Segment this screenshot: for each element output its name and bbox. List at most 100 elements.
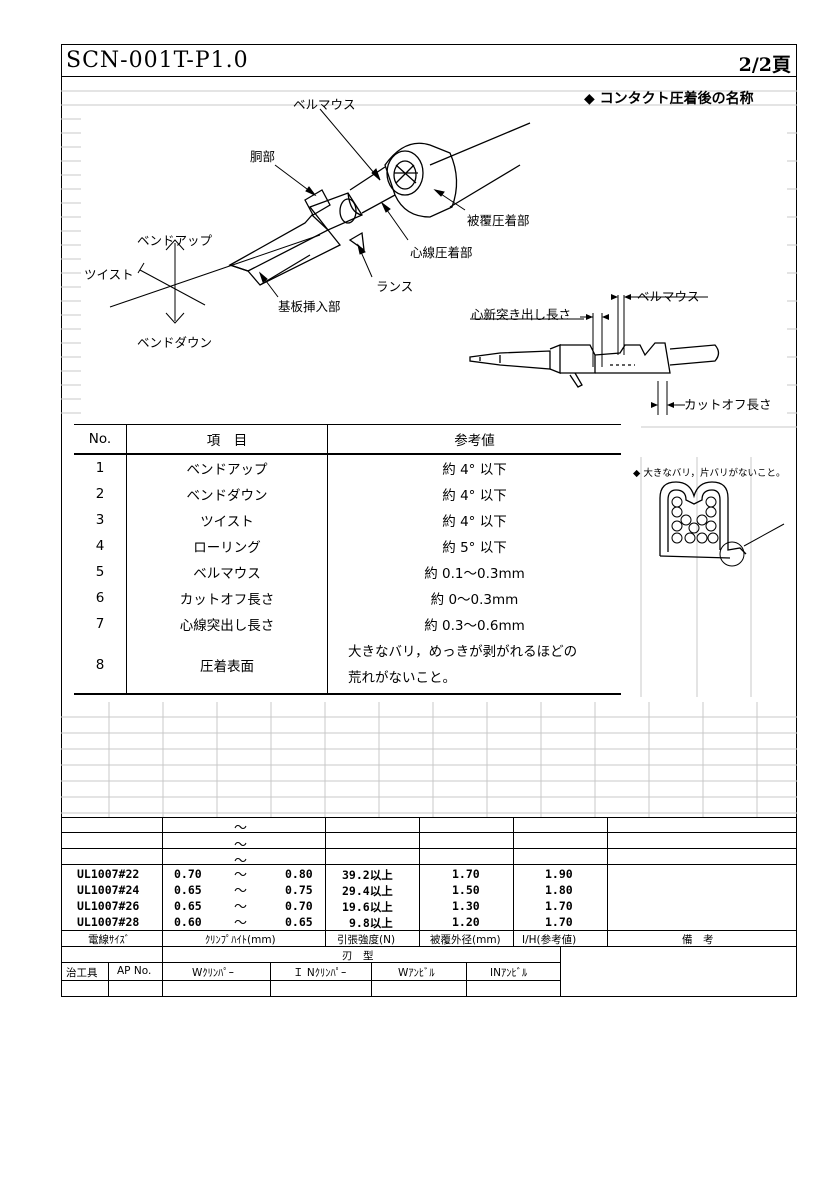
jig-label: 治工具 [66, 967, 98, 979]
outer-diameter: 1.50 [452, 883, 480, 897]
row-item: ローリング [126, 533, 328, 559]
page-number: 2/2頁 [738, 54, 791, 76]
crimp-min: 0.60 [174, 915, 202, 929]
header-crimp-height: ｸﾘﾝﾌﾟﾊｲﾄ(mm) [205, 934, 276, 946]
row-value: 約 0.1～0.3mm [424, 566, 525, 582]
document-code: SCN-001T-P1.0 [66, 48, 249, 73]
label-twist: ツイスト [84, 267, 134, 282]
row-no: 5 [74, 559, 127, 585]
ih-value: 1.70 [545, 915, 573, 929]
ap-no-label: AP No. [117, 965, 152, 977]
row-value: 約 4° 以下 [442, 488, 507, 504]
tilde: ～ [234, 838, 248, 853]
table-row: 8 圧着表面 大きなバリ，めっきが剥がれるほどの 荒れがないこと。 [74, 637, 621, 695]
tensile: 39.2以上 [342, 868, 393, 882]
ih-value: 1.90 [545, 867, 573, 881]
row-no: 4 [74, 533, 127, 559]
row-item: ベルマウス [126, 559, 328, 585]
crimp-max: 0.80 [285, 867, 313, 881]
label-bend-down: ベンドダウン [137, 335, 213, 350]
header-ih: I/H(参考値) [522, 934, 577, 946]
page-frame [61, 44, 797, 997]
tensile: 19.6以上 [342, 900, 393, 914]
wire-size: UL1007#22 [77, 867, 140, 881]
diagram-title: ◆ コンタクト圧着後の名称 [584, 91, 754, 107]
table-row: 5 ベルマウス 約 0.1～0.3mm [74, 559, 621, 585]
table-row: 2 ベンドダウン 約 4° 以下 [74, 481, 621, 507]
ih-value: 1.80 [545, 883, 573, 897]
crimp-min: 0.70 [174, 867, 202, 881]
w-crimper-label: Wｸﾘﾝﾊﾟｰ [192, 967, 234, 979]
row-no: 2 [74, 481, 127, 507]
row-value: 大きなバリ，めっきが剥がれるほどの 荒れがないこと。 [327, 637, 621, 695]
label-cut-off: カットオフ長さ [684, 397, 772, 412]
row-item: ツイスト [126, 507, 328, 533]
tilde: ～ [234, 884, 248, 899]
spec-table-header: No. 項 目 参考値 [74, 425, 621, 455]
table-row: 6 カットオフ長さ 約 0～0.3mm [74, 585, 621, 611]
spec-table: No. 項 目 参考値 1 ベンドアップ 約 4° 以下 2 ベンドダウン 約 … [74, 425, 621, 695]
crimp-max: 0.75 [285, 883, 313, 897]
row-no: 3 [74, 507, 127, 533]
label-lance: ランス [376, 279, 414, 294]
die-type-label: 刃 型 [342, 950, 374, 962]
spreadsheet-grid [61, 90, 797, 817]
row-value-line1: 大きなバリ，めっきが剥がれるほどの [348, 644, 578, 660]
header-remarks: 備 考 [682, 934, 714, 946]
label-bell-mouth-side: ベルマウス [637, 289, 700, 304]
label-bend-up: ベンドアップ [137, 233, 213, 248]
tensile: 29.4以上 [342, 884, 393, 898]
header-item: 項 目 [126, 425, 328, 455]
burr-cross-section [659, 481, 785, 567]
tilde: ～ [234, 868, 248, 883]
table-row: 1 ベンドアップ 約 4° 以下 [74, 454, 621, 481]
table-row: 7 心線突出し長さ 約 0.3～0.6mm [74, 611, 621, 637]
row-value: 約 0～0.3mm [430, 592, 519, 608]
wire-size: UL1007#24 [77, 883, 140, 897]
label-board-insertion: 基板挿入部 [278, 299, 341, 314]
outer-diameter: 1.70 [452, 867, 480, 881]
in-crimper-label: Ｉ Nｸﾘﾝﾊﾟｰ [293, 967, 347, 979]
crimp-min: 0.65 [174, 883, 202, 897]
wire-size: UL1007#28 [77, 915, 140, 929]
row-item: カットオフ長さ [126, 585, 328, 611]
table-row: 3 ツイスト 約 4° 以下 [74, 507, 621, 533]
table-row: 4 ローリング 約 5° 以下 [74, 533, 621, 559]
label-insulation-crimp: 被覆圧着部 [467, 213, 530, 228]
crimped-contact-illustration [109, 108, 531, 324]
row-value: 約 5° 以下 [442, 540, 507, 556]
outer-diameter: 1.30 [452, 899, 480, 913]
header-tensile: 引張強度(N) [337, 934, 396, 946]
header-outer-diameter: 被覆外径(mm) [430, 934, 501, 946]
tensile: 9.8以上 [349, 916, 393, 930]
tilde: ～ [234, 821, 248, 836]
header-no: No. [74, 425, 127, 455]
row-no: 1 [74, 454, 127, 481]
row-no: 7 [74, 611, 127, 637]
ih-value: 1.70 [545, 899, 573, 913]
row-no: 8 [74, 637, 127, 695]
crimp-min: 0.65 [174, 899, 202, 913]
row-value-line2: 荒れがないこと。 [348, 670, 456, 686]
crimp-max: 0.65 [285, 915, 313, 929]
row-value: 約 0.3～0.6mm [424, 618, 525, 634]
tilde: ～ [234, 900, 248, 915]
in-anvil-label: INｱﾝﾋﾞﾙ [490, 967, 528, 979]
row-value: 約 4° 以下 [442, 462, 507, 478]
burr-note: ◆ 大きなバリ，片バリがないこと。 [633, 468, 786, 479]
row-item: ベンドアップ [126, 454, 328, 481]
row-no: 6 [74, 585, 127, 611]
row-item: 心線突出し長さ [126, 611, 328, 637]
label-core-protrusion: 心新突き出し長さ [471, 307, 572, 322]
crimp-max: 0.70 [285, 899, 313, 913]
side-view-illustration [469, 294, 720, 415]
tilde: ～ [234, 916, 248, 931]
tilde: ～ [234, 854, 248, 869]
outer-diameter: 1.20 [452, 915, 480, 929]
header-value: 参考値 [327, 425, 621, 455]
w-anvil-label: Wｱﾝﾋﾞﾙ [398, 967, 435, 979]
header-wire-size: 電線ｻｲｽﾞ [88, 934, 130, 946]
wire-size: UL1007#26 [77, 899, 140, 913]
label-bell-mouth: ベルマウス [293, 97, 356, 112]
header-rule [61, 76, 797, 77]
